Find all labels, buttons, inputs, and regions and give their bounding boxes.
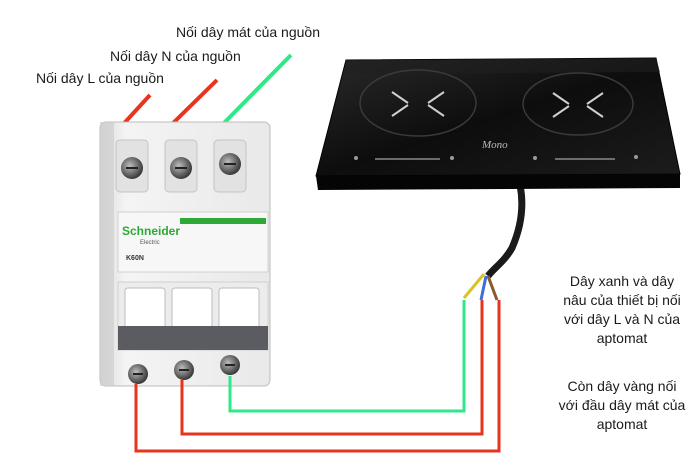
toggle-1 <box>124 287 166 333</box>
blue-brown-note: Dây xanh và dây nâu của thiết bị nối với… <box>548 272 696 348</box>
cooktop-brand: Mono <box>481 139 508 151</box>
ground-source-label: Nối dây mát của nguồn <box>176 24 320 40</box>
brown-lead <box>486 275 499 301</box>
yellow-note-line-2: với đầu dây mát của <box>558 397 686 413</box>
yellow-note-line-1: Còn dây vàng nối <box>567 378 677 394</box>
yellow-note-line-3: aptomat <box>596 416 648 432</box>
blue-brown-note-line-4: aptomat <box>596 330 648 346</box>
circuit-breaker: Schneider Electric K60N <box>99 121 271 387</box>
right-cooking-zone <box>522 72 634 136</box>
ground-source-wire <box>218 53 293 129</box>
blue-lead <box>479 275 488 301</box>
neutral-source-wire <box>166 78 219 130</box>
breaker-green-stripe <box>180 218 266 224</box>
left-cooking-zone <box>359 69 477 137</box>
red-wire-outer <box>134 300 501 453</box>
induction-cooktop: Mono <box>315 57 681 190</box>
neutral-source-label: Nối dây N của nguồn <box>110 48 241 64</box>
toggle-3 <box>218 287 260 333</box>
blue-brown-note-line-3: với dây L và N của <box>563 311 681 327</box>
cooktop-cable <box>485 184 526 279</box>
blue-brown-note-line-1: Dây xanh và dây <box>569 273 675 289</box>
breaker-brand-sub: Electric <box>140 240 160 246</box>
breaker-model: K60N <box>126 255 144 262</box>
live-source-label: Nối dây L của nguồn <box>36 70 164 86</box>
breaker-brand: Schneider <box>122 224 180 238</box>
red-wire-inner <box>180 300 484 436</box>
yellow-lead <box>462 273 486 299</box>
toggle-2 <box>171 287 213 333</box>
blue-brown-note-line-2: nâu của thiết bị nối <box>563 292 681 308</box>
green-wire <box>228 300 466 413</box>
yellow-note: Còn dây vàng nối với đầu dây mát của apt… <box>548 377 696 434</box>
